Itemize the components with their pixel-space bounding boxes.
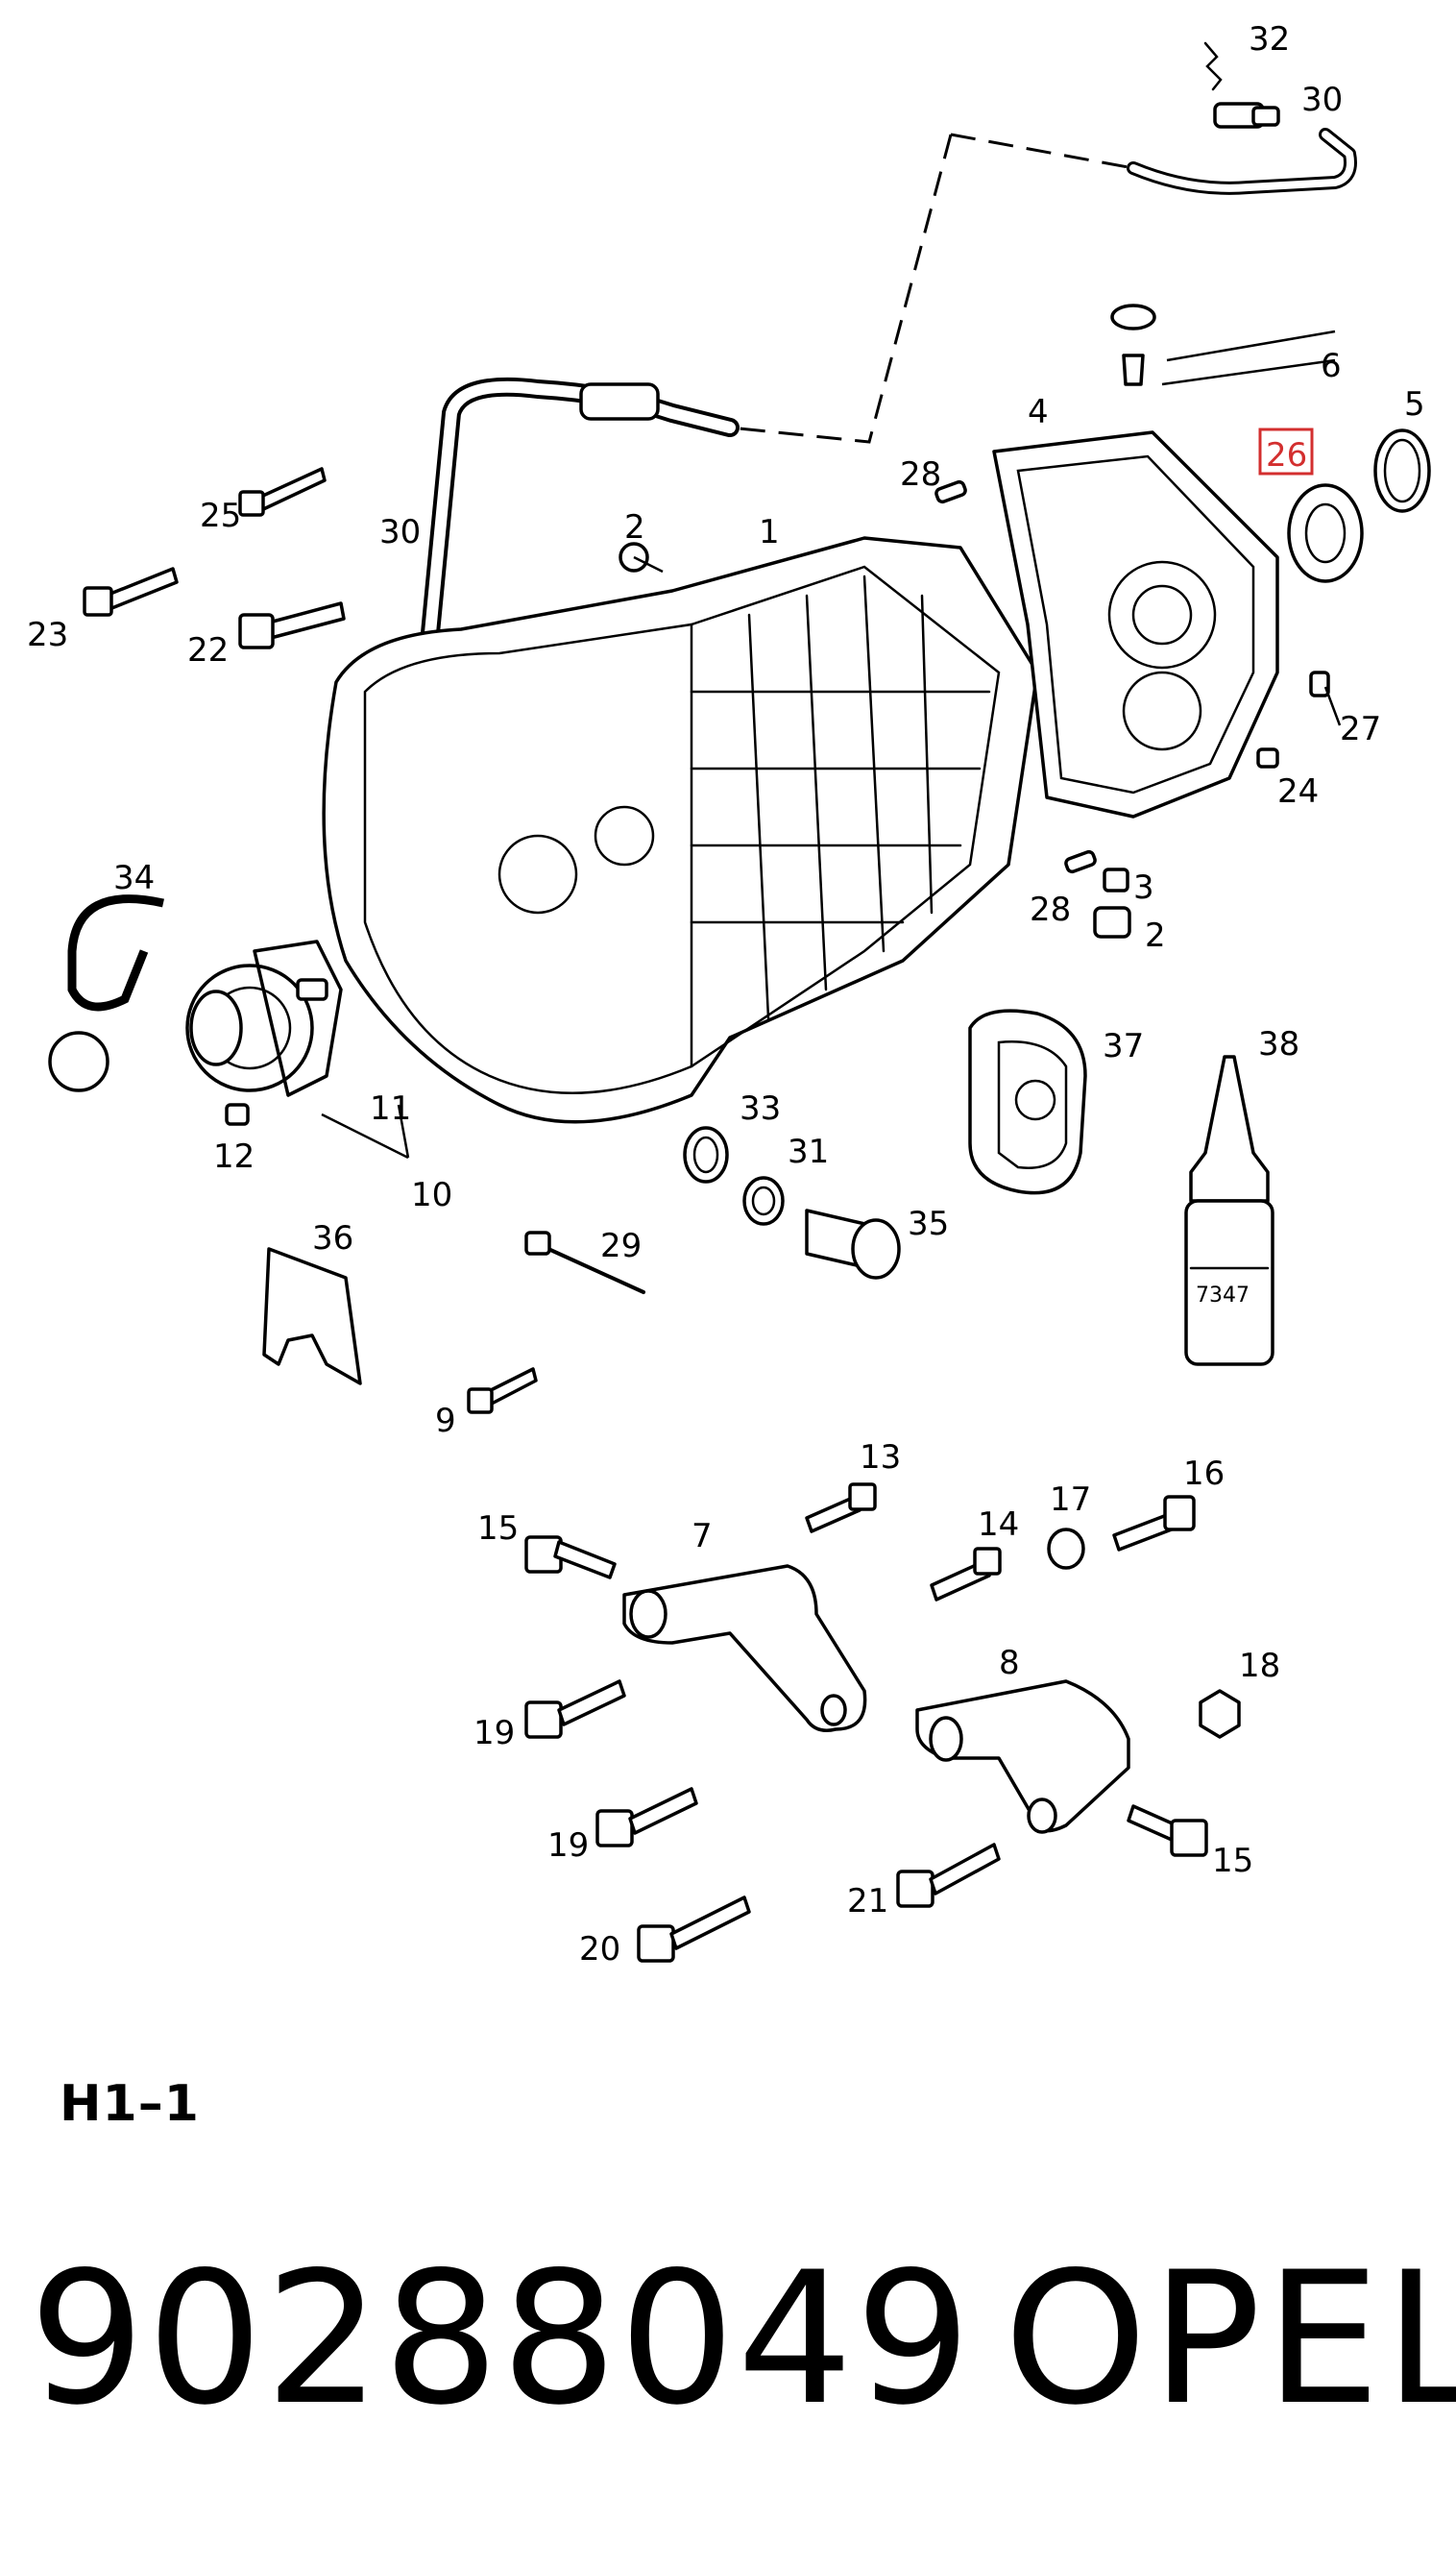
lower-bolts-group [524,1482,1241,1963]
callout-1: 1 [759,513,780,551]
leader-lines [321,330,1342,1160]
callout-19-top: 19 [473,1714,515,1752]
callout-12: 12 [213,1137,255,1176]
callout-33: 33 [740,1089,781,1128]
part-10-slave-cylinder [48,894,343,1126]
callout-35: 35 [908,1205,949,1243]
callout-18: 18 [1239,1647,1280,1685]
callout-3: 3 [1133,868,1154,907]
callout-22: 22 [187,631,229,670]
callout-14: 14 [978,1505,1019,1544]
callout-9: 9 [435,1402,456,1440]
callout-28-bottom: 28 [1030,891,1071,929]
callout-10: 10 [411,1176,452,1214]
callout-8: 8 [999,1644,1020,1682]
diagram-code: H1–1 [60,2075,200,2133]
callout-28-top: 28 [900,455,941,494]
callout-36: 36 [312,1219,353,1258]
part-33-31-35-seals [683,1126,901,1280]
callout-24: 24 [1277,772,1319,811]
callout-25: 25 [200,497,241,535]
part-1-gearbox-housing [322,536,1039,1124]
callout-15-bottom: 15 [1212,1842,1253,1880]
callout-2-bottom: 2 [1145,917,1166,955]
brand-name: OPEL [1004,2233,1456,2445]
part-32-clip [1203,41,1223,91]
callout-37: 37 [1103,1027,1144,1065]
bolts-22-23-25 [83,467,346,649]
callout-31: 31 [788,1133,829,1171]
callout-7: 7 [692,1517,713,1555]
part-4-rear-cover [992,430,1279,819]
part-number: 90288049 [29,2233,974,2445]
callout-32: 32 [1249,20,1290,59]
callout-30-top: 30 [1301,81,1343,119]
part-6-plugs [1110,304,1156,386]
callout-2-top: 2 [624,508,645,547]
part-8-mount-bracket [915,1679,1130,1834]
callout-labels: 32 30 6 5 4 26 28 2 1 25 30 23 22 27 24 … [27,20,1425,1969]
callout-26: 26 [1266,436,1307,475]
callout-34: 34 [113,859,155,897]
part-7-mount-bracket [622,1564,867,1732]
part-30-upper-pipe [1127,102,1357,195]
callout-6: 6 [1321,347,1342,385]
callout-11: 11 [370,1089,411,1128]
callout-27: 27 [1340,710,1381,748]
part-36-bracket-plate [262,1247,362,1385]
bottle-label: 7347 [1196,1284,1250,1308]
part-38-sealant-bottle: 7347 [1184,1055,1274,1366]
callout-5: 5 [1404,385,1425,424]
callout-26-highlight-box [1258,428,1314,476]
callout-17: 17 [1050,1480,1091,1519]
callout-16: 16 [1183,1455,1225,1493]
callout-20: 20 [579,1930,620,1969]
part-29-dowel-pin [524,1231,645,1294]
callout-38: 38 [1258,1025,1299,1064]
callout-13: 13 [860,1438,901,1477]
callout-15-top: 15 [477,1509,519,1548]
callout-30-left: 30 [379,513,421,551]
part-26-seal [1287,483,1364,583]
callout-21: 21 [847,1882,888,1920]
part-37-cover [968,1009,1087,1195]
pipe-route-dashed-line [729,133,1134,444]
small-fasteners-group [619,479,1330,939]
part-5-ring [1373,428,1431,513]
callout-29: 29 [600,1227,642,1265]
part-9-bolt [467,1367,538,1414]
callout-19-bottom: 19 [547,1826,589,1865]
callout-23: 23 [27,616,68,654]
callout-4: 4 [1028,393,1049,431]
